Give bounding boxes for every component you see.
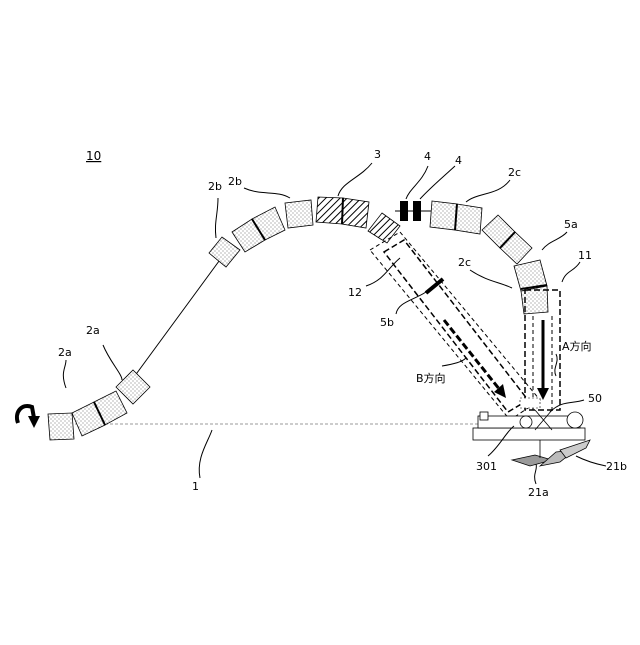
- label-4-right: 4: [455, 154, 462, 167]
- magnet-2a-1: [48, 413, 74, 440]
- leader-2b-left: [215, 198, 218, 238]
- leader-5b: [396, 292, 426, 314]
- label-5a: 5a: [564, 218, 578, 231]
- magnet-3-2: [342, 198, 369, 228]
- label-2c-top: 2c: [508, 166, 521, 179]
- label-2a-upper: 2a: [86, 324, 100, 337]
- magnet-2b-1: [209, 237, 240, 267]
- leader-50: [550, 400, 584, 412]
- label-2c-lower: 2c: [458, 256, 471, 269]
- rotation-arrow-head-icon: [28, 416, 40, 428]
- leader-3: [338, 163, 372, 196]
- label-2b-right: 2b: [228, 175, 242, 188]
- treatment-table-50: [473, 398, 585, 440]
- magnet-2a-4: [116, 370, 150, 404]
- table-headrest: [480, 412, 488, 420]
- table-base: [473, 428, 585, 440]
- target-box: [520, 398, 540, 408]
- leader-2c-lower: [470, 270, 512, 288]
- block-4-left: [400, 201, 408, 221]
- patient-body: [567, 412, 583, 428]
- label-2b-left: 2b: [208, 180, 222, 193]
- beam-path-b-inner: [384, 240, 528, 412]
- label-12: 12: [348, 286, 362, 299]
- magnet-group-2b: [209, 200, 313, 267]
- magnet-2b-4: [285, 200, 313, 228]
- leader-2c-top: [466, 180, 510, 202]
- leader-21a: [535, 464, 537, 484]
- figure-number: 10: [86, 149, 101, 163]
- label-11: 11: [578, 249, 592, 262]
- magnet-group-3: [316, 197, 400, 243]
- label-2a-lower: 2a: [58, 346, 72, 359]
- leader-dir-a: [555, 354, 557, 376]
- magnet-2c-1: [430, 201, 457, 230]
- leader-1: [199, 430, 212, 478]
- detector-21b-upper: [560, 440, 590, 458]
- label-3: 3: [374, 148, 381, 161]
- magnet-3-3: [368, 213, 400, 243]
- label-301: 301: [476, 460, 497, 473]
- label-direction-b: B方向: [416, 371, 446, 385]
- label-4-left: 4: [424, 150, 431, 163]
- magnet-group-2c-top: [430, 201, 532, 264]
- patient-head: [520, 416, 532, 428]
- magnet-group-2a: [48, 370, 150, 440]
- leader-11: [562, 262, 580, 282]
- label-21a: 21a: [528, 486, 549, 499]
- label-5b: 5b: [380, 316, 394, 329]
- magnet-3-joint: [342, 198, 343, 224]
- magnet-3-1: [316, 197, 343, 224]
- leader-2a-upper: [103, 345, 122, 380]
- leader-21b: [576, 456, 606, 466]
- leader-5a: [542, 232, 567, 250]
- leader-2b-right: [244, 188, 290, 198]
- leader-12: [366, 258, 400, 286]
- direction-b-arrow: [444, 320, 500, 390]
- label-21b: 21b: [606, 460, 627, 473]
- magnet-2c-2: [455, 204, 482, 234]
- magnet-group-2c-lower: [514, 260, 548, 314]
- label-direction-a: A方向: [562, 339, 592, 353]
- leader-2a-lower: [63, 360, 66, 388]
- label-1: 1: [192, 480, 199, 493]
- label-50: 50: [588, 392, 602, 405]
- block-4-right: [413, 201, 421, 221]
- beam-line-rising: [134, 257, 222, 377]
